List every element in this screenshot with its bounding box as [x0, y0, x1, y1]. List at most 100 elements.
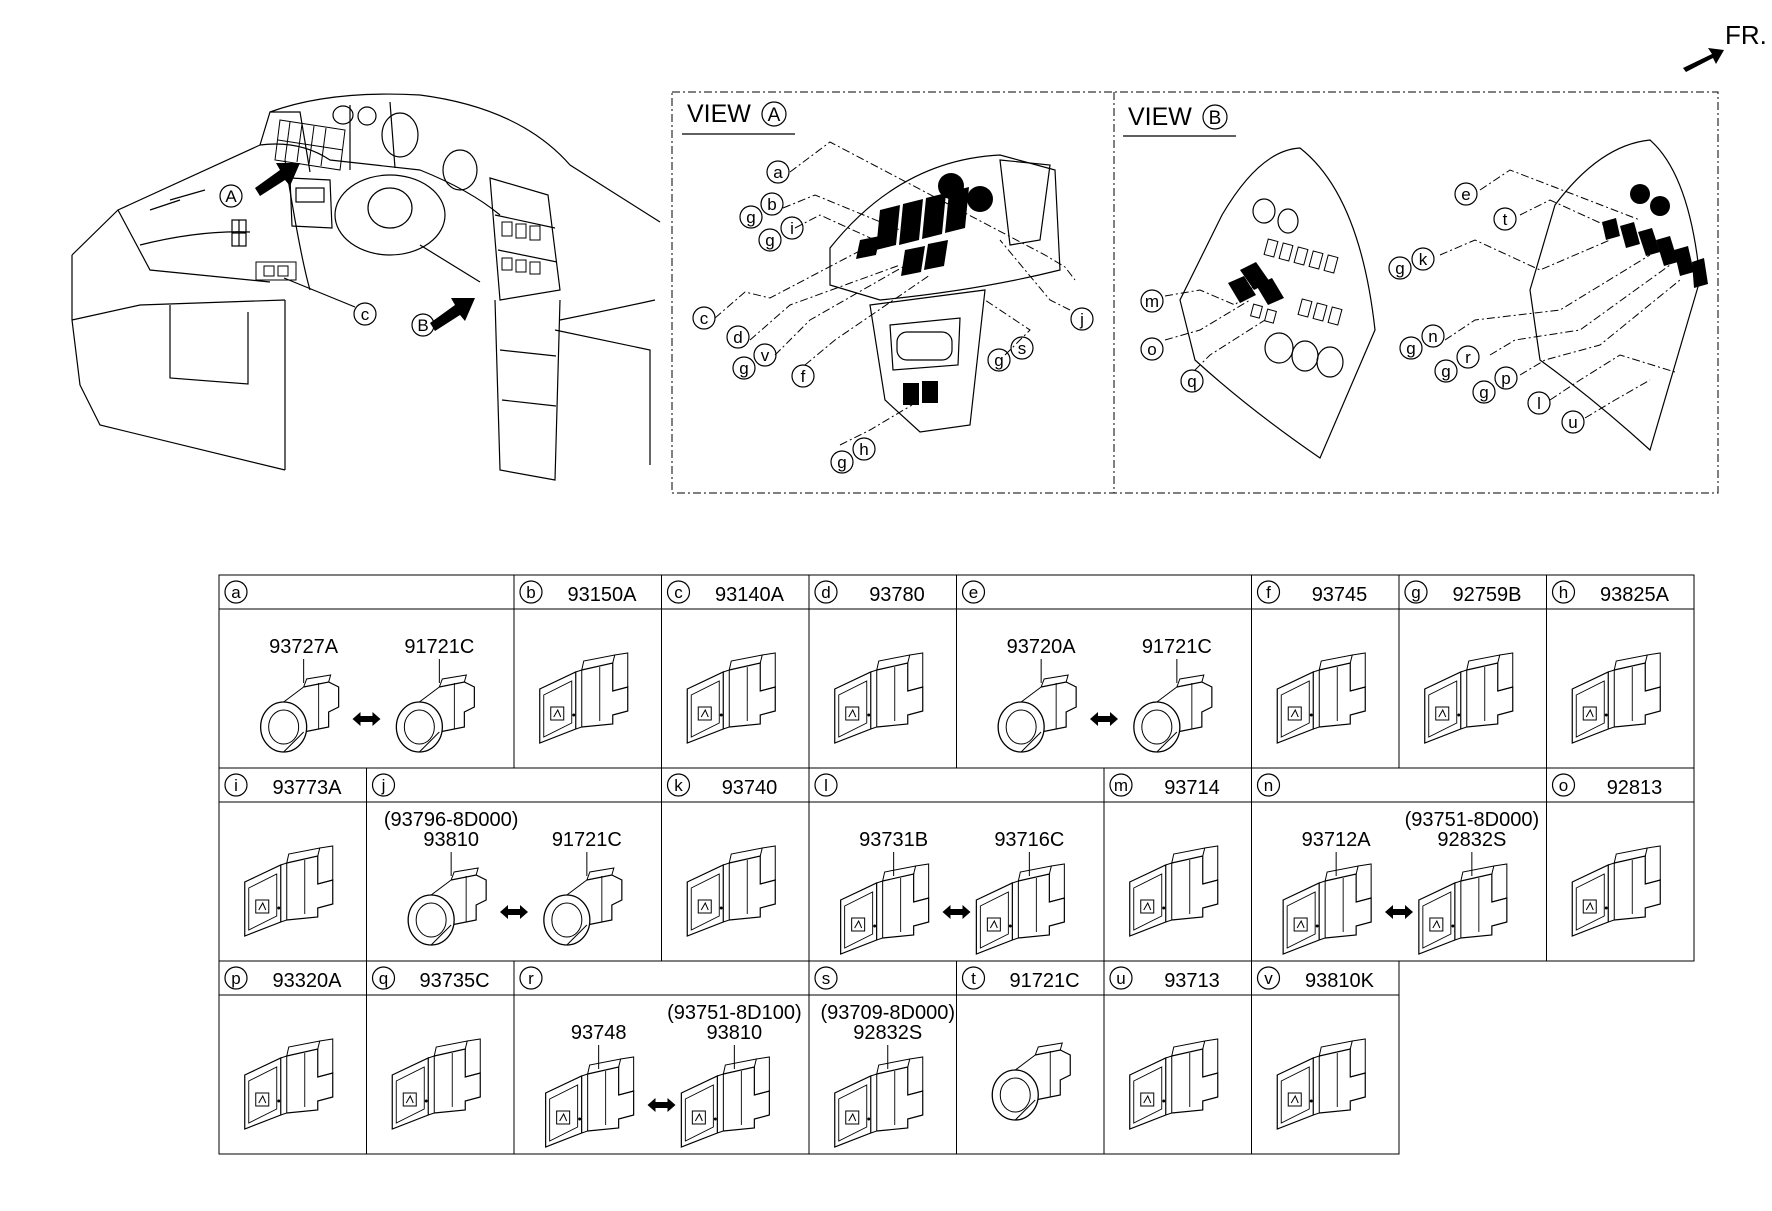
- rocker-switch-icon: [545, 1056, 635, 1148]
- rocker-switch-icon: [1129, 845, 1219, 937]
- round-switch-icon: [407, 867, 487, 946]
- view-b-callout-text: o: [1147, 340, 1156, 359]
- view-a-center-fascia: [829, 154, 1061, 433]
- view-a-callout-text: g: [739, 359, 748, 378]
- view-b-title: VIEW B: [1123, 103, 1236, 137]
- view-b-callout-text: u: [1568, 413, 1577, 432]
- part-number-label: 91721C: [404, 636, 474, 658]
- parts-cell-letter-badge: [1256, 773, 1281, 797]
- rocker-switch-icon: [975, 863, 1065, 955]
- parts-cell-letter: r: [528, 969, 534, 988]
- parts-cell-letter-badge: [1256, 580, 1281, 604]
- round-switch-icon: [543, 867, 623, 946]
- rocker-switch-icon: [539, 652, 629, 744]
- parts-cell-letter-badge: [519, 580, 543, 604]
- view-b-title-letter: B: [1209, 108, 1222, 129]
- right-cluster-switches: [501, 221, 541, 275]
- view-a-callout-text: g: [837, 453, 846, 472]
- view-a-callout-text: d: [733, 328, 742, 347]
- parts-cell-code: 92759B: [1453, 584, 1522, 606]
- parts-cell-letter-badge: [814, 580, 838, 604]
- part-number-label: 93712A: [1302, 829, 1372, 851]
- rocker-switch-icon: [680, 1056, 770, 1148]
- part-number-label: (93751-8D100): [667, 1002, 802, 1024]
- parts-cell-letter-badge: [371, 966, 396, 990]
- parts-cell-letter-badge: [961, 966, 986, 990]
- view-a-title-letter: A: [768, 105, 781, 126]
- view-b-callout-text: n: [1428, 327, 1437, 346]
- part-number-label: 93810: [707, 1022, 763, 1044]
- parts-cell-letter: d: [821, 583, 830, 602]
- interchange-arrow-icon: [942, 905, 971, 919]
- rocker-switch-icon: [1276, 652, 1366, 744]
- overview-callout-b-text: B: [417, 316, 428, 335]
- view-b-callout-text: g: [1479, 383, 1488, 402]
- parts-cell-letter: t: [971, 969, 976, 988]
- view-b-callout-text: r: [1465, 348, 1471, 367]
- view-b-upper-switch-bank: [1602, 218, 1708, 288]
- view-b-callout-text: g: [1395, 259, 1404, 278]
- parts-cell-letter-badge: [371, 773, 396, 797]
- parts-cell-code: 93713: [1164, 970, 1220, 992]
- view-a-callout-text: s: [1018, 339, 1027, 358]
- parts-cell-letter-badge: [519, 966, 543, 990]
- parts-cell-code: 93825A: [1600, 584, 1670, 606]
- parts-cell-letter-badge: [1109, 773, 1133, 797]
- round-switch-icon: [395, 674, 476, 753]
- parts-cell-code: 93810K: [1305, 970, 1375, 992]
- part-number-label: (93751-8D000): [1405, 809, 1540, 831]
- view-a-callout-text: i: [790, 219, 794, 238]
- part-number-label: 93810: [423, 829, 479, 851]
- interchange-arrow-icon: [500, 905, 528, 919]
- view-b-callout-text: t: [1503, 210, 1508, 229]
- interchange-arrow-icon: [352, 712, 381, 726]
- overview-callout-a: A: [219, 184, 243, 208]
- parts-cell-letter-badge: [1404, 580, 1428, 604]
- view-a-callout-text: f: [801, 367, 806, 386]
- overview-callout-b: B: [411, 313, 435, 337]
- parts-cell-letter: q: [379, 969, 388, 988]
- rocker-switch-icon: [244, 845, 334, 937]
- rocker-switch-icon: [1571, 652, 1661, 744]
- round-switch-icon: [997, 674, 1077, 753]
- part-number-label: 92832S: [1437, 829, 1506, 851]
- part-number-label: 92832S: [853, 1022, 922, 1044]
- parts-cell-code: 93320A: [273, 970, 343, 992]
- overview-callout-a-text: A: [225, 187, 237, 206]
- parts-cell-letter: i: [234, 776, 238, 795]
- rocker-switch-icon: [391, 1038, 481, 1130]
- view-a-callout-text: v: [761, 346, 770, 365]
- view-panel-frame: [671, 91, 1719, 494]
- parts-cell-letter-badge: [224, 966, 248, 990]
- view-a-callouts: a g b g i c d g v f g s j g h: [692, 160, 1094, 474]
- view-a-switch-bank: [856, 187, 969, 276]
- part-number-label: 93716C: [994, 829, 1064, 851]
- front-arrow-icon: [1683, 48, 1724, 72]
- view-a-title: VIEW A: [682, 100, 795, 135]
- parts-cell-code: 92813: [1607, 777, 1663, 799]
- part-number-label: (93796-8D000): [384, 809, 519, 831]
- rocker-switch-icon: [840, 863, 930, 955]
- view-b-left-callouts: m o q: [1140, 289, 1204, 393]
- parts-cell-letter-badge: [814, 966, 838, 990]
- left-upper-switch-bank: [274, 119, 346, 171]
- view-b-callout-text: m: [1145, 292, 1159, 311]
- parts-cell-code: 93745: [1312, 584, 1368, 606]
- round-switch-icon: [1133, 674, 1213, 753]
- parts-cell-letter: f: [1266, 583, 1271, 602]
- round-switch-icon: [991, 1042, 1071, 1121]
- parts-cell-letter: e: [969, 583, 978, 602]
- parts-cell-letter: k: [674, 776, 683, 795]
- parts-cell-letter: g: [1411, 583, 1420, 602]
- overview-callout-c-text: c: [361, 305, 370, 324]
- parts-cell-letter-badge: [1551, 580, 1576, 604]
- part-number-label: 93720A: [1007, 636, 1077, 658]
- view-b-callout-text: k: [1419, 250, 1428, 269]
- parts-cell-letter-badge: [961, 580, 986, 604]
